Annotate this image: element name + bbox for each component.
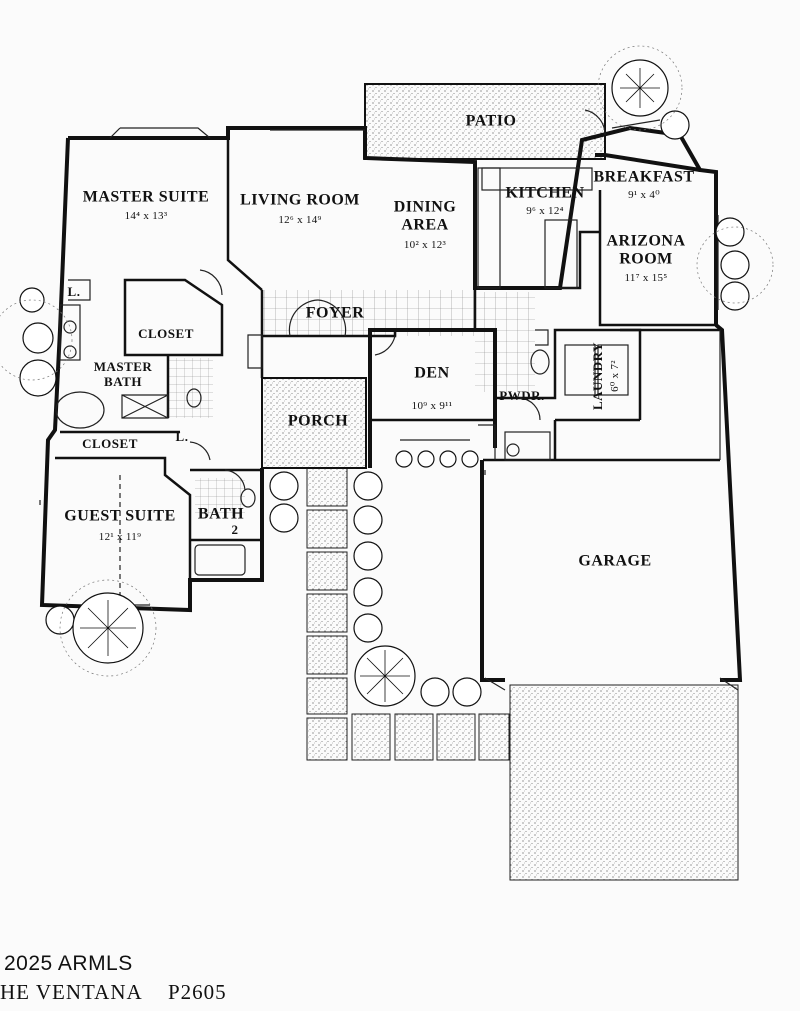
linen-label-1: L. [67, 284, 81, 300]
walkway [306, 467, 510, 761]
breakfast-label: BREAKFAST [593, 168, 695, 186]
den-label: DEN [414, 364, 450, 382]
master-suite-label: MASTER SUITE [82, 188, 210, 206]
guest-suite-dims: 12¹ x 11⁹ [98, 531, 142, 544]
arizona-room-label-2: ROOM [619, 250, 673, 268]
exterior-walls [39, 125, 743, 682]
dining-area-label-2: AREA [401, 216, 449, 234]
foyer-label: FOYER [305, 304, 365, 322]
shrub-halo [0, 45, 774, 677]
master-suite-dims: 14⁴ x 13³ [124, 210, 168, 223]
hall-closet-label: CLOSET [82, 436, 138, 452]
dining-area-label-1: DINING [393, 198, 457, 216]
master-closet-label: CLOSET [138, 326, 194, 342]
patio-label: PATIO [465, 112, 517, 130]
linen-label-2: L. [175, 429, 189, 445]
copyright-text: 2025 ARMLS [4, 952, 133, 975]
laundry-dims: 6⁰ x 7² [609, 360, 622, 392]
garage-label: GARAGE [578, 552, 652, 570]
bath2-number: 2 [231, 522, 239, 538]
master-bath-label-1: MASTER [93, 359, 153, 375]
powder-label: PWDR. [499, 388, 545, 404]
arizona-room-label-1: ARIZONA [606, 232, 686, 250]
kitchen-tile [475, 292, 535, 392]
breakfast-dims: 9¹ x 4⁰ [628, 189, 660, 202]
bath2-label: BATH [197, 505, 245, 523]
shrub-detail [80, 68, 660, 702]
master-bath-tile [168, 358, 213, 418]
interior-walls [55, 138, 720, 580]
guest-suite-label: GUEST SUITE [64, 507, 176, 525]
kitchen-dims: 9⁶ x 12⁴ [526, 205, 564, 218]
fixtures [39, 109, 739, 691]
driveway [509, 684, 739, 881]
dining-area-dims: 10² x 12³ [403, 239, 447, 252]
porch-floor [261, 377, 367, 469]
laundry-label: LAUNDRY [590, 341, 606, 411]
porch-label: PORCH [287, 412, 349, 430]
arizona-room-dims: 11⁷ x 15⁵ [624, 272, 668, 285]
living-room-dims: 12⁶ x 14⁹ [278, 214, 322, 227]
living-room-label: LIVING ROOM [240, 191, 360, 209]
plan-name: HE VENTANA [0, 980, 143, 1004]
plan-number: P2605 [168, 980, 227, 1004]
bath2-tile [195, 478, 245, 516]
den-dims: 10⁹ x 9¹¹ [411, 400, 453, 413]
master-bath-label-2: BATH [104, 374, 142, 390]
patio-area [364, 83, 606, 160]
kitchen-label: KITCHEN [505, 184, 585, 202]
